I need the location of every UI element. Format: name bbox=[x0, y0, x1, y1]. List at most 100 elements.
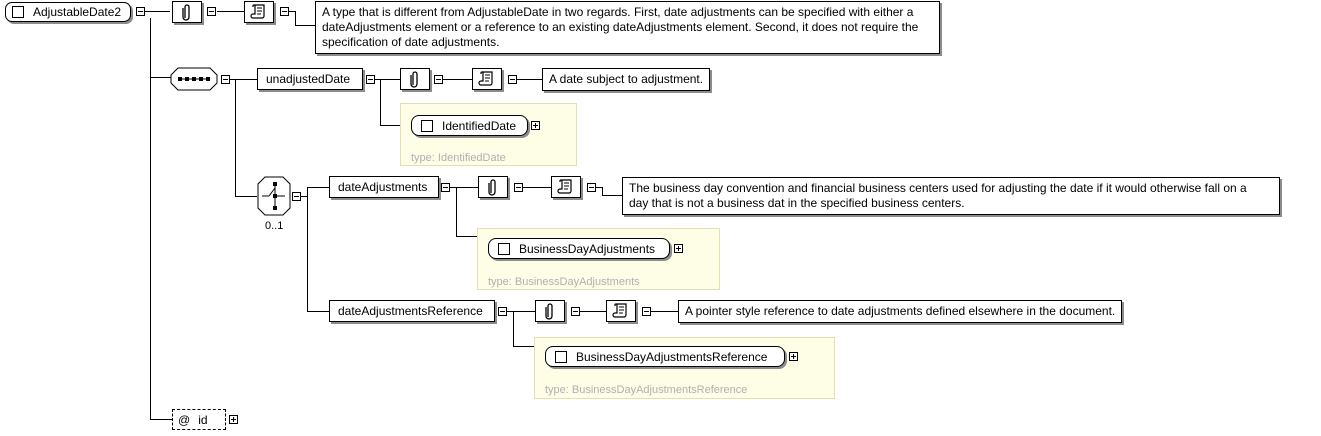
choice-spine bbox=[307, 187, 308, 312]
dateAdjustments-documentation-text: The business day convention and financia… bbox=[622, 177, 1280, 215]
wire-unadj-annot-doc bbox=[440, 79, 472, 80]
type-ref-name: BusinessDayAdjustments bbox=[519, 241, 656, 256]
type-ref-BusinessDayAdjustments[interactable]: BusinessDayAdjustments bbox=[488, 238, 670, 259]
root-type-box[interactable]: AdjustableDate2 bbox=[5, 2, 131, 22]
wire-ref-annot-doc bbox=[578, 311, 606, 312]
unadjustedDate-collapse-toggle[interactable] bbox=[366, 75, 375, 84]
choice-collapse-toggle[interactable] bbox=[292, 192, 301, 201]
unadjustedDate-annotation-box[interactable] bbox=[400, 68, 430, 90]
doc-line: A pointer style reference to date adjust… bbox=[685, 304, 1116, 318]
type-ref-BusinessDayAdjustmentsReference[interactable]: BusinessDayAdjustmentsReference bbox=[545, 346, 785, 367]
dateAdjustmentsReference-documentation-text: A pointer style reference to date adjust… bbox=[678, 300, 1123, 323]
type-label: type: BusinessDayAdjustmentsReference bbox=[545, 384, 748, 396]
paperclip-icon bbox=[410, 71, 418, 88]
wire-unadj-type-v bbox=[380, 79, 381, 126]
dateAdjustmentsReference-collapse-toggle[interactable] bbox=[498, 307, 507, 316]
root-spine bbox=[150, 18, 151, 420]
type-ref-IdentifiedDate[interactable]: IdentifiedDate bbox=[411, 115, 528, 136]
paperclip-icon bbox=[545, 303, 553, 320]
root-collapse-toggle[interactable] bbox=[136, 7, 145, 16]
element-dateAdjustmentsReference[interactable]: dateAdjustmentsReference bbox=[329, 300, 495, 322]
seq-spine bbox=[235, 79, 236, 197]
dateAdjustments-documentation-box[interactable] bbox=[551, 176, 581, 198]
wire-annot-doc bbox=[217, 11, 244, 12]
wire-ref-type-h bbox=[513, 346, 545, 347]
doc-line: day that is not a business dat in the sp… bbox=[629, 196, 965, 210]
wire-dateadj-type-v bbox=[456, 187, 457, 237]
element-unadjustedDate[interactable]: unadjustedDate bbox=[257, 68, 363, 90]
wire-dateadj-doc-b bbox=[602, 187, 603, 195]
root-type-name: AdjustableDate2 bbox=[33, 5, 122, 19]
wire-choice-out bbox=[298, 196, 304, 197]
element-name: dateAdjustmentsReference bbox=[338, 304, 483, 318]
root-doc-line: specification of date adjustments. bbox=[322, 35, 500, 49]
element-name: unadjustedDate bbox=[266, 72, 351, 86]
complex-type-icon bbox=[555, 350, 567, 363]
wire-doc-text-b bbox=[295, 11, 296, 25]
scroll-icon bbox=[557, 179, 572, 194]
dateAdjustments-documentation-toggle[interactable] bbox=[587, 183, 596, 192]
wire-ref-type-v bbox=[513, 311, 514, 347]
element-dateAdjustments[interactable]: dateAdjustments bbox=[329, 176, 439, 198]
doc-line: The business day convention and financia… bbox=[629, 181, 1247, 195]
wire-dateadj-doc-a bbox=[596, 187, 602, 188]
dateAdjustments-annotation-box[interactable] bbox=[478, 176, 508, 198]
wire-doc-text-c bbox=[295, 25, 315, 26]
doc-line: A date subject to adjustment. bbox=[549, 72, 704, 86]
wire-seq-choice bbox=[235, 196, 257, 197]
root-doc-line: A type that is different from Adjustable… bbox=[322, 5, 914, 19]
type-label: type: BusinessDayAdjustments bbox=[488, 276, 640, 288]
root-doc-line: dateAdjustments element or a reference t… bbox=[322, 20, 919, 34]
element-name: dateAdjustments bbox=[338, 180, 428, 194]
wire-ref-annot bbox=[507, 311, 535, 312]
wire-unadj-type-h bbox=[380, 125, 411, 126]
wire-choice-dateadj bbox=[307, 187, 329, 188]
wire-doc-text-a bbox=[289, 11, 295, 12]
wire-unadj-annot bbox=[374, 79, 400, 80]
wire-unadj-doc-text bbox=[517, 79, 542, 80]
wire-choice-join bbox=[304, 196, 308, 197]
unadjustedDate-annotation-toggle[interactable] bbox=[434, 75, 443, 84]
attribute-id[interactable]: @ id bbox=[172, 409, 226, 430]
wire-root-annot bbox=[145, 11, 170, 12]
sequence-compositor-icon[interactable] bbox=[170, 67, 218, 91]
complex-type-icon bbox=[498, 242, 510, 255]
IdentifiedDate-expand-toggle[interactable] bbox=[531, 121, 540, 130]
scroll-icon bbox=[250, 4, 265, 19]
dateAdjustments-annotation-toggle[interactable] bbox=[514, 183, 523, 192]
choice-compositor-icon[interactable] bbox=[257, 176, 293, 216]
paperclip-icon bbox=[182, 4, 190, 21]
type-label: type: IdentifiedDate bbox=[411, 152, 506, 164]
dateAdjustmentsReference-annotation-box[interactable] bbox=[535, 300, 565, 322]
sequence-collapse-toggle[interactable] bbox=[221, 75, 230, 84]
root-annotation-box[interactable] bbox=[172, 1, 202, 23]
unadjustedDate-documentation-box[interactable] bbox=[472, 68, 502, 90]
type-ref-name: IdentifiedDate bbox=[442, 118, 517, 133]
wire-seq-out bbox=[230, 79, 236, 80]
wire-dateadj-doc-c bbox=[602, 195, 622, 196]
wire-dateadj-annot-doc bbox=[521, 187, 551, 188]
dateAdjustments-collapse-toggle[interactable] bbox=[441, 183, 450, 192]
choice-occurrence: 0..1 bbox=[265, 220, 284, 232]
root-annotation-toggle[interactable] bbox=[207, 7, 216, 16]
root-documentation-text: A type that is different from Adjustable… bbox=[315, 1, 940, 54]
dateAdjustmentsReference-annotation-toggle[interactable] bbox=[571, 307, 580, 316]
type-ref-name: BusinessDayAdjustmentsReference bbox=[576, 349, 768, 364]
wire-root-sequence bbox=[150, 77, 172, 78]
dateAdjustmentsReference-documentation-toggle[interactable] bbox=[642, 307, 651, 316]
unadjustedDate-documentation-text: A date subject to adjustment. bbox=[542, 68, 711, 91]
dateAdjustmentsReference-documentation-box[interactable] bbox=[606, 300, 636, 322]
unadjustedDate-documentation-toggle[interactable] bbox=[508, 75, 517, 84]
complex-type-icon bbox=[421, 119, 433, 132]
root-documentation-toggle[interactable] bbox=[280, 7, 289, 16]
root-documentation-box[interactable] bbox=[244, 1, 274, 23]
wire-choice-dateadjref bbox=[307, 311, 329, 312]
wire-dateadj-annot bbox=[450, 187, 478, 188]
scroll-icon bbox=[478, 71, 493, 86]
attribute-id-expand-toggle[interactable] bbox=[229, 415, 238, 424]
BusinessDayAdjustments-expand-toggle[interactable] bbox=[674, 244, 683, 253]
attribute-symbol: @ bbox=[178, 412, 191, 427]
wire-ref-doc-text bbox=[651, 311, 678, 312]
BusinessDayAdjustmentsReference-expand-toggle[interactable] bbox=[789, 352, 798, 361]
wire-seq-unadj bbox=[235, 79, 257, 80]
